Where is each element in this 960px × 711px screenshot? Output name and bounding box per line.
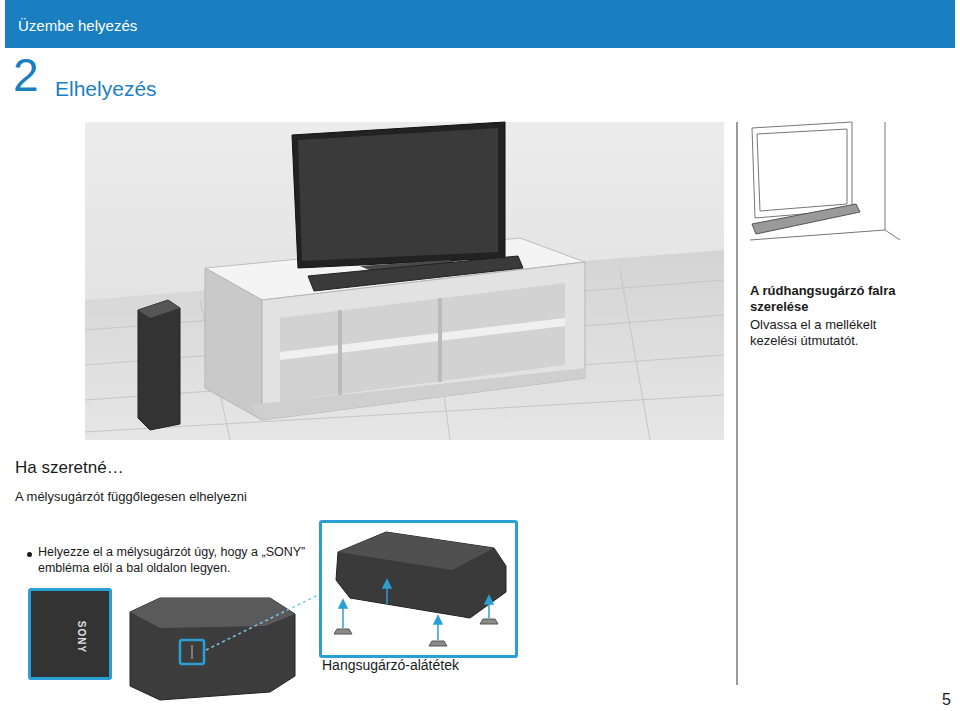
note-heading: A rúdhangsugárzó falra szerelése xyxy=(750,283,900,316)
subheading: A mélysugárzót függőlegesen elhelyezni xyxy=(15,489,247,505)
bullet-text: Helyezze el a mélysugárzót úgy, hogy a „… xyxy=(38,545,310,576)
section-heading: Ha szeretné… xyxy=(15,457,124,478)
tv-stand-scene xyxy=(85,122,724,440)
bullet-dot xyxy=(27,552,32,557)
page-number: 5 xyxy=(942,690,951,710)
node-text: SONY xyxy=(76,621,87,653)
subwoofer-inverted xyxy=(334,532,506,646)
node-text: Hangsugárzó-alátétek xyxy=(322,657,459,673)
header-bar xyxy=(5,0,955,48)
leader-line xyxy=(206,595,318,650)
page-title: Elhelyezés xyxy=(55,76,157,102)
subwoofer-flat xyxy=(130,598,295,700)
wall-mount-sketch xyxy=(750,122,900,240)
detail-box: Hangsugárzó-alátétek xyxy=(319,520,518,658)
zoom-box: SONY xyxy=(28,588,112,680)
step-number: 2 xyxy=(13,52,39,98)
note-body: Olvassa el a mellékelt kezelési útmutató… xyxy=(750,317,900,350)
header-text: Üzembe helyezés xyxy=(18,17,137,36)
